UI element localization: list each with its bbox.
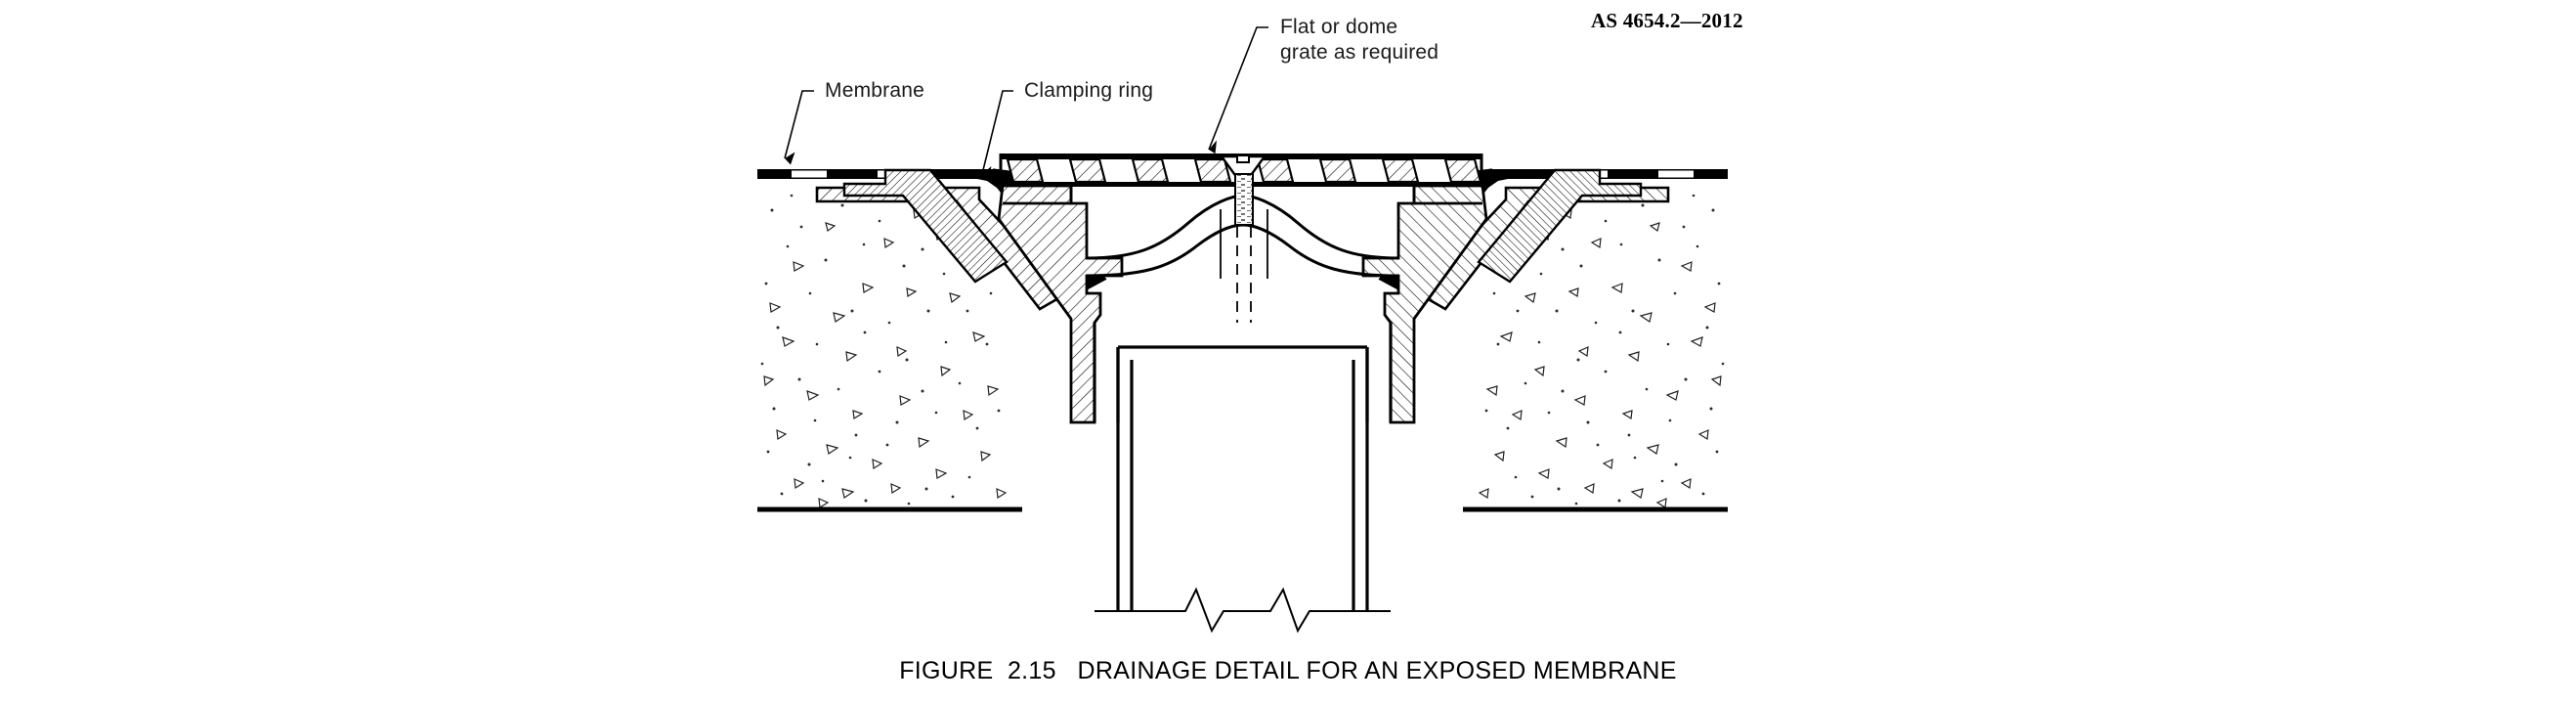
concrete-hatch-right — [1478, 194, 1725, 509]
screed-right — [1415, 186, 1670, 311]
outlet-pipe — [1095, 347, 1391, 634]
clamping-ring-right — [1477, 168, 1643, 284]
drain-body-right — [1361, 184, 1488, 424]
callout-grate-line-2: grate as required — [1280, 41, 1439, 64]
callout-clamping-ring: Clamping ring — [1024, 79, 1154, 102]
screed-left — [815, 186, 1070, 311]
fixing-screw — [1219, 154, 1268, 323]
figure-caption: FIGURE 2.15 DRAINAGE DETAIL FOR AN EXPOS… — [899, 657, 1677, 684]
leader-grate — [1208, 26, 1268, 151]
leader-membrane — [784, 90, 814, 159]
standard-reference: AS 4654.2—2012 — [1591, 9, 1743, 32]
clamping-ring-left — [842, 168, 1009, 284]
callout-grate-line-1: Flat or dome — [1280, 16, 1398, 38]
drain-body-left — [997, 184, 1124, 424]
hopper-taper — [1093, 323, 1393, 422]
pipe-break-symbol — [1095, 587, 1391, 634]
callout-membrane: Membrane — [825, 79, 924, 102]
leader-clamping-ring — [981, 90, 1013, 175]
callout-leaders — [784, 26, 1268, 180]
